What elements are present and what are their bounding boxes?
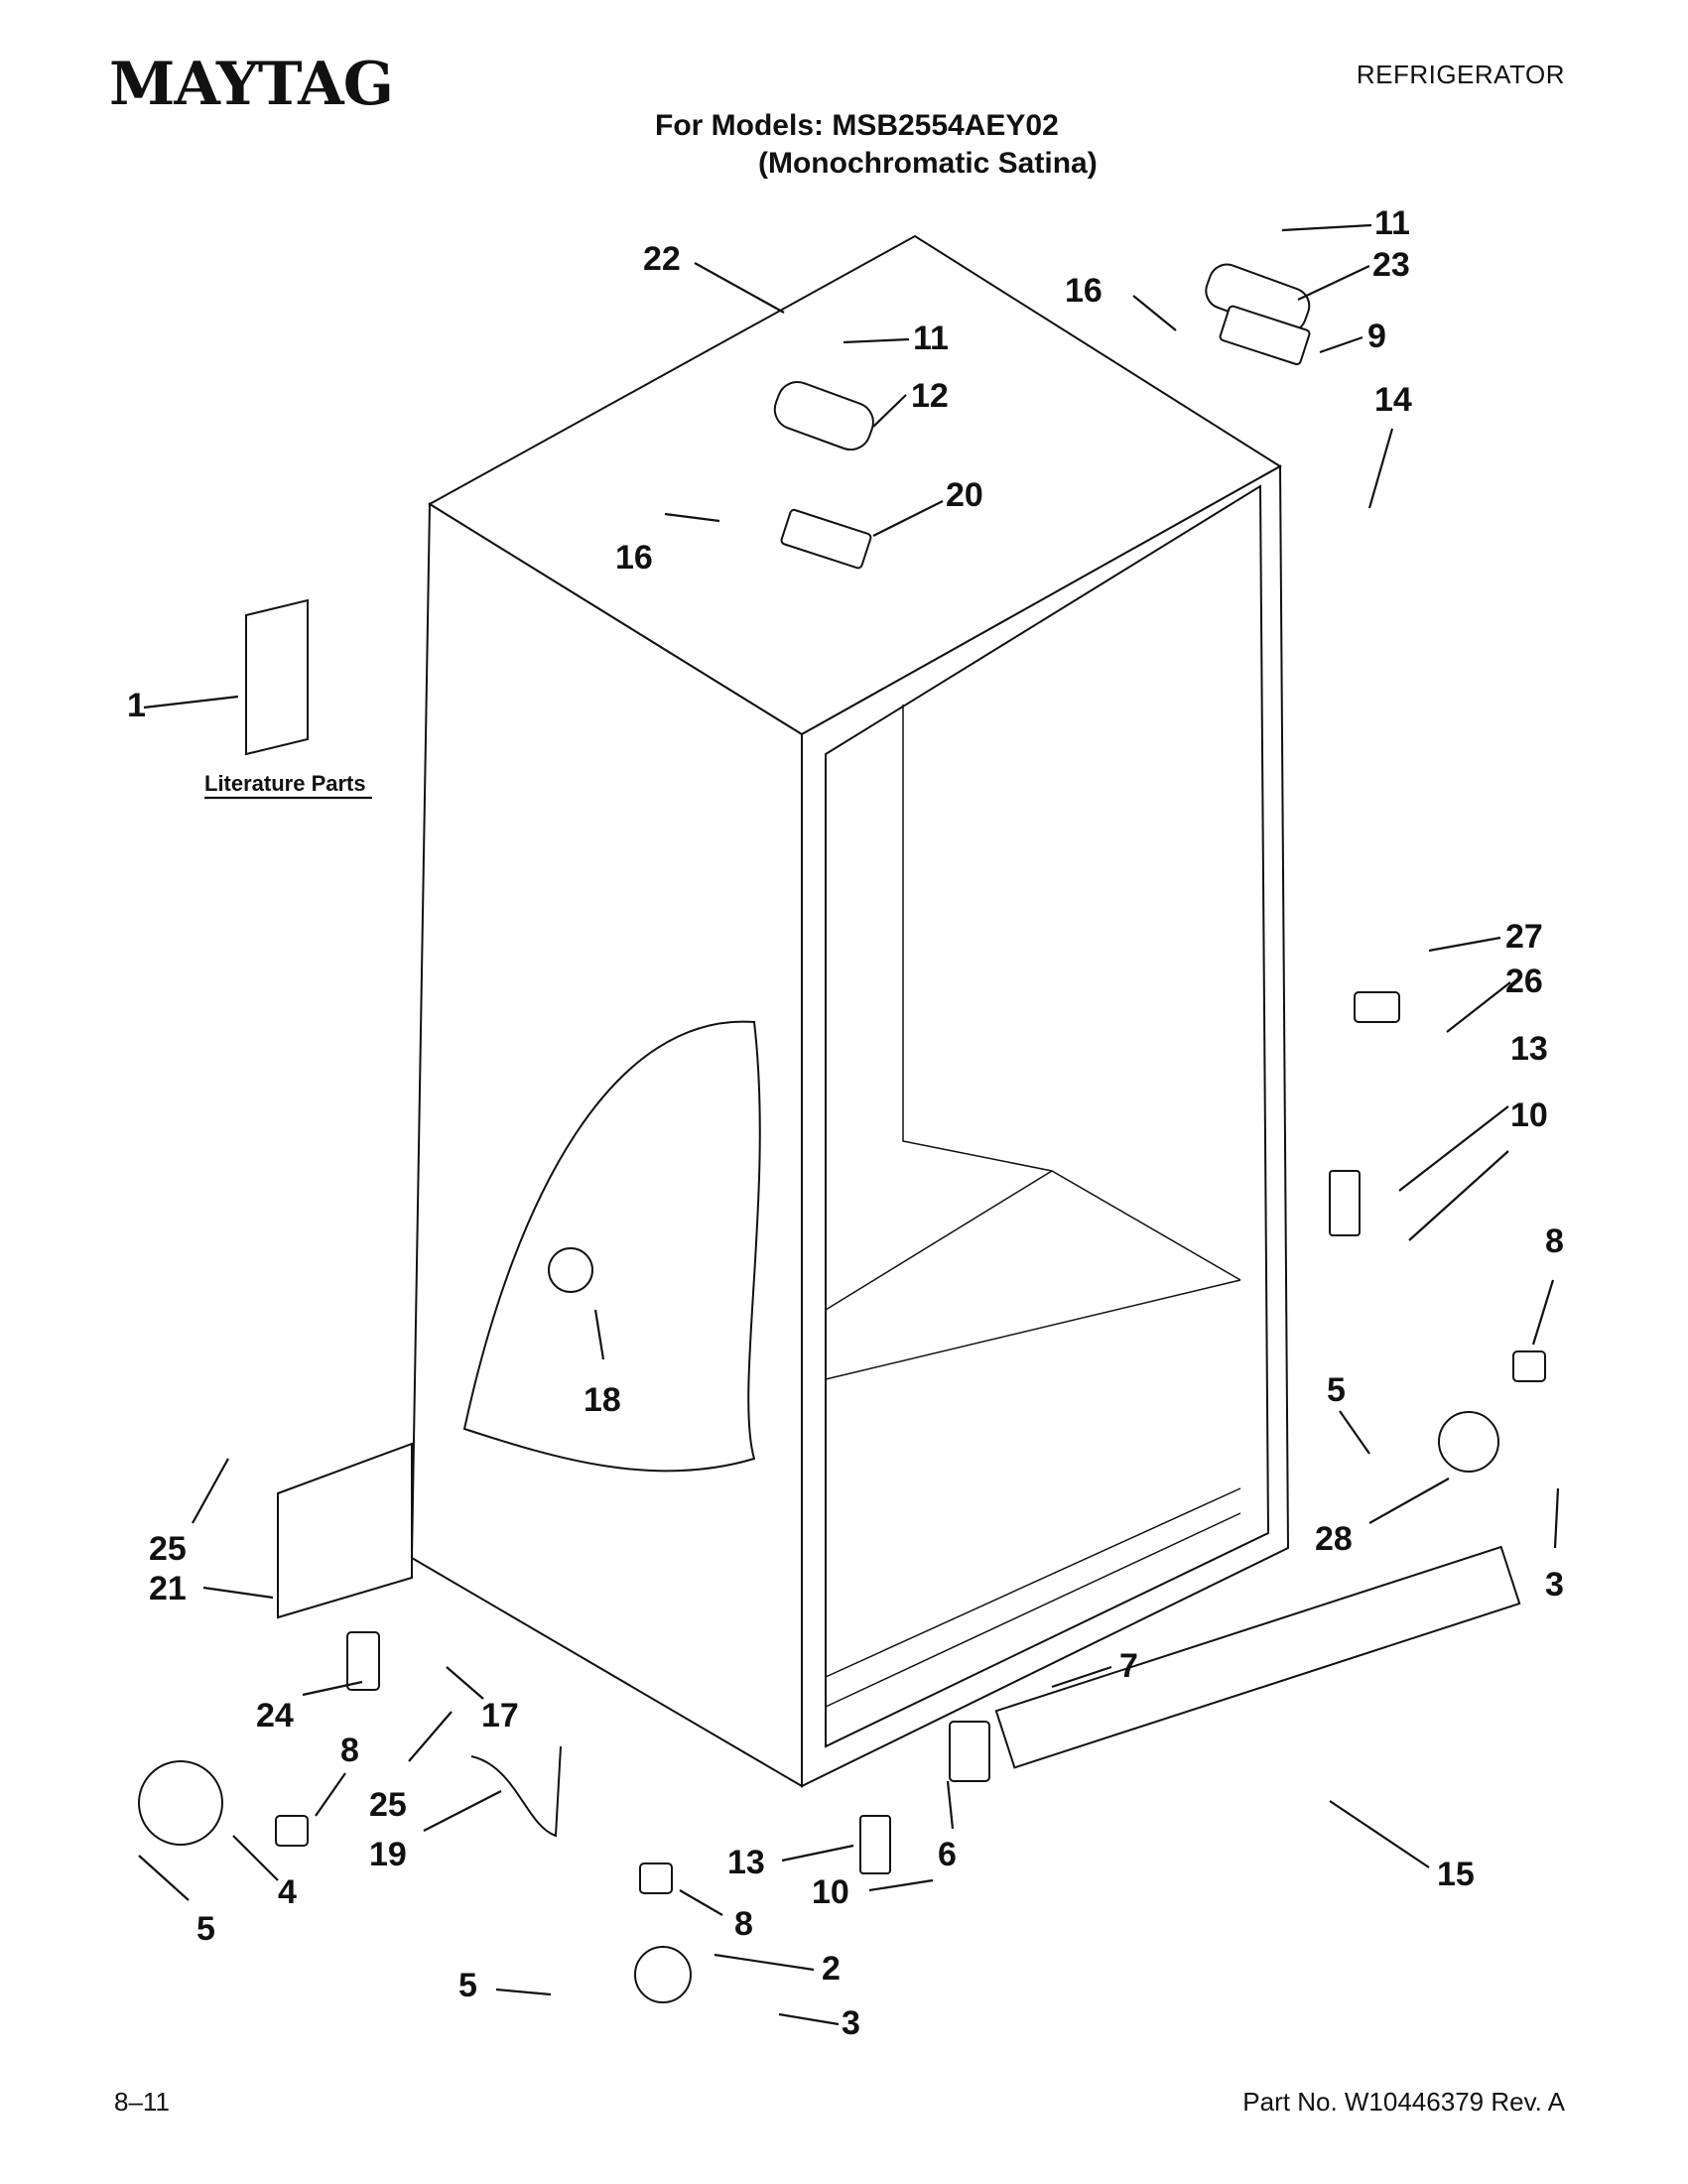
- callout-5: 5: [1327, 1371, 1346, 1409]
- callout-16: 16: [1065, 272, 1103, 310]
- hardware-parts: [138, 263, 1546, 2003]
- brand-logo: MAYTAG: [109, 50, 394, 119]
- callout-9: 9: [1367, 318, 1386, 355]
- callout-3: 3: [842, 2004, 860, 2042]
- callout-5: 5: [458, 1967, 477, 2004]
- callout-labels: 22 11 23 16 9 14 11 12 16 20 1 27 26 13 …: [127, 204, 1564, 2042]
- document-type: REFRIGERATOR: [1356, 60, 1565, 89]
- callout-11: 11: [1374, 204, 1410, 242]
- part-number: Part No. W10446379 Rev. A: [1242, 2087, 1565, 2117]
- callout-25: 25: [369, 1786, 407, 1824]
- cabinet-illustration: [245, 234, 1521, 1788]
- callout-25: 25: [149, 1530, 187, 1568]
- finish-line: (Monochromatic Satina): [758, 147, 1098, 180]
- callout-10: 10: [1510, 1096, 1548, 1134]
- date-code: 8–11: [114, 2087, 170, 2117]
- callout-16: 16: [615, 539, 653, 577]
- callout-4: 4: [278, 1873, 297, 1911]
- callout-8: 8: [734, 1905, 753, 1943]
- callout-6: 6: [938, 1836, 957, 1873]
- callout-15: 15: [1437, 1856, 1475, 1893]
- callout-21: 21: [149, 1570, 187, 1607]
- leader-lines: [138, 223, 1560, 2026]
- callout-13: 13: [1510, 1030, 1548, 1068]
- callout-8: 8: [1545, 1222, 1564, 1260]
- callout-28: 28: [1315, 1520, 1353, 1558]
- callout-11: 11: [913, 320, 949, 357]
- callout-12: 12: [911, 377, 949, 415]
- callout-19: 19: [369, 1836, 407, 1873]
- callout-2: 2: [822, 1950, 841, 1988]
- literature-parts-label: Literature Parts: [204, 771, 366, 796]
- callout-14: 14: [1374, 381, 1412, 419]
- callout-26: 26: [1505, 963, 1543, 1000]
- callout-22: 22: [643, 240, 681, 278]
- callout-13: 13: [727, 1844, 765, 1881]
- callout-18: 18: [584, 1381, 621, 1419]
- callout-5: 5: [196, 1910, 215, 1948]
- callout-24: 24: [256, 1697, 294, 1734]
- callout-17: 17: [481, 1697, 519, 1734]
- callout-8: 8: [340, 1732, 359, 1769]
- callout-10: 10: [812, 1873, 849, 1911]
- callout-3: 3: [1545, 1566, 1564, 1604]
- callout-20: 20: [946, 476, 983, 514]
- callout-1: 1: [127, 687, 146, 724]
- callout-23: 23: [1372, 246, 1410, 284]
- callout-7: 7: [1119, 1647, 1138, 1685]
- callout-27: 27: [1505, 918, 1543, 956]
- model-heading: For Models: MSB2554AEY02 (Monochromatic …: [655, 107, 1098, 183]
- models-line: For Models: MSB2554AEY02: [655, 109, 1059, 142]
